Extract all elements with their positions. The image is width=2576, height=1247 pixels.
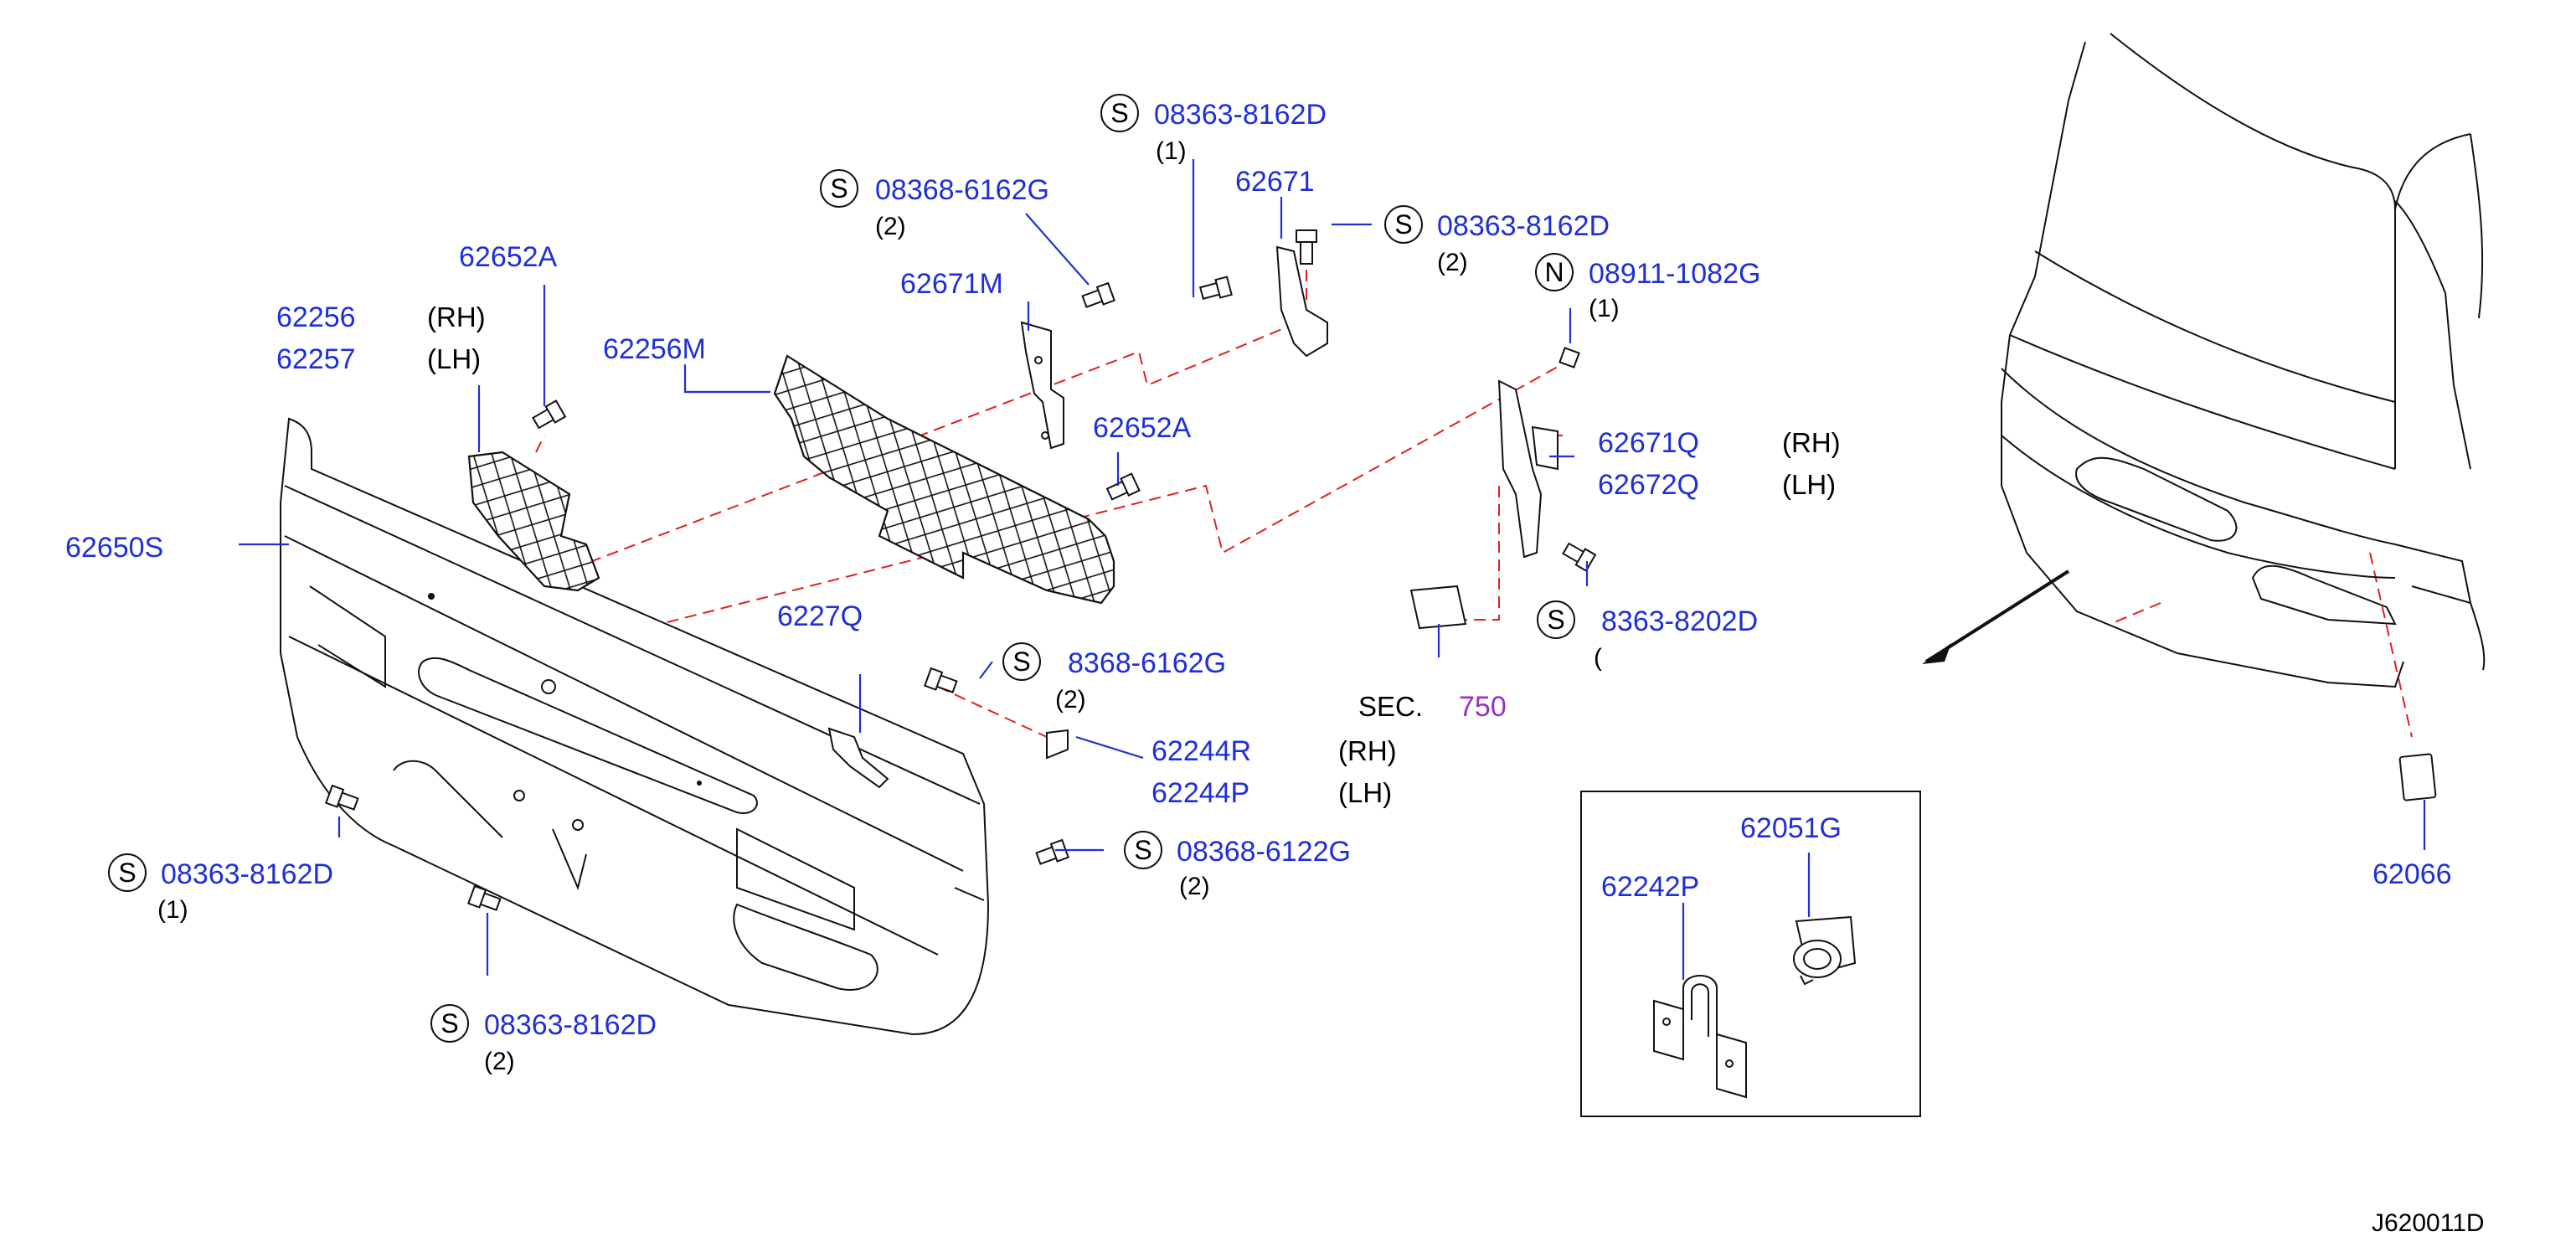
label-62242P: 62242P [1601, 871, 1699, 903]
fastener-callout: N 08911-1082G (1) [1535, 253, 1760, 322]
label-rh-62244R: (RH) [1338, 735, 1397, 766]
label-62066: 62066 [2372, 858, 2452, 890]
callout-text: (2) [875, 213, 906, 240]
side-grille-panel [467, 451, 600, 592]
callout-text: 08363-8162D [161, 858, 333, 890]
label-lh-62257: (LH) [427, 343, 481, 374]
label-62672Q: 62672Q [1598, 469, 1699, 501]
front-bumper-drawing [280, 417, 990, 1036]
callout-text: (2) [1055, 686, 1086, 714]
label-sec: SEC. [1358, 691, 1423, 722]
label-62257: 62257 [276, 343, 356, 375]
center-grille-mesh [773, 354, 1115, 605]
direction-arrow [1922, 569, 2070, 664]
bracket-sec750 [1409, 585, 1467, 630]
callout-text: (2) [1179, 873, 1210, 900]
s-badge-icon: S [1012, 647, 1030, 677]
label-62671: 62671 [1235, 166, 1315, 198]
fastener-callout: S 08363-8162D (2) [430, 1004, 657, 1075]
label-62652A-left: 62652A [459, 241, 558, 273]
label-62652A-center: 62652A [1093, 412, 1192, 444]
label-62671M: 62671M [900, 268, 1003, 300]
callout-text: (2) [1437, 249, 1468, 276]
callout-text: (1) [1589, 295, 1620, 322]
callout-text: 08911-1082G [1589, 258, 1760, 290]
bracket-62671Q [1497, 379, 1558, 559]
fastener-callout: S 08363-8162D (2) [1384, 205, 1610, 276]
label-62272Q: 6227Q [777, 600, 863, 632]
label-62650S: 62650S [65, 532, 163, 564]
s-badge-icon: S [118, 858, 136, 888]
label-62244R: 62244R [1151, 735, 1251, 767]
s-badge-icon: S [1110, 98, 1128, 128]
s-badge-icon: S [1547, 605, 1564, 635]
fastener-callout: S 8363-8202D ( [1537, 600, 1758, 672]
clip-62244 [1046, 729, 1069, 760]
callout-text: (1) [1156, 137, 1187, 165]
bracket-62272Q [827, 727, 889, 789]
callout-text: 08368-6122G [1177, 836, 1351, 868]
callout-text: (2) [484, 1048, 515, 1075]
callout-text: 8368-6162G [1068, 647, 1226, 679]
fastener-callout: S 08368-6122G (2) [1124, 831, 1351, 900]
label-62256: 62256 [276, 301, 356, 333]
label-rh-62256: (RH) [427, 301, 486, 332]
s-badge-icon: S [1134, 835, 1151, 865]
callout-text: (1) [157, 896, 188, 924]
callout-text: 08363-8162D [1154, 99, 1327, 131]
label-lh-62244P: (LH) [1338, 777, 1392, 808]
label-62671Q: 62671Q [1598, 427, 1699, 459]
callout-text: ( [1594, 644, 1602, 672]
truck-front-drawing [2001, 33, 2486, 801]
fastener-callouts: S 08363-8162D (1) S 08368-6162G (2) S 08… [108, 94, 1760, 1075]
fastener-callout: S 08363-8162D (1) [108, 853, 333, 924]
callout-text: 8363-8202D [1601, 605, 1758, 637]
s-badge-icon: S [440, 1008, 458, 1038]
label-62051G: 62051G [1740, 812, 1842, 844]
s-badge-icon: S [1394, 209, 1412, 240]
bolt-icons [325, 229, 1597, 911]
callout-text: 08363-8162D [1437, 210, 1610, 242]
clip-62051G [1793, 915, 1857, 986]
fastener-callout: S 08363-8162D (1) [1100, 94, 1327, 165]
fastener-callout: S 08368-6162G (2) [820, 169, 1049, 240]
label-62244P: 62244P [1151, 777, 1249, 809]
diagram-reference: J620011D [2372, 1209, 2485, 1237]
label-sec-750: 750 [1459, 691, 1507, 723]
label-62256M: 62256M [603, 333, 706, 365]
hinge-62242P [1653, 975, 1747, 1099]
bracket-62671M [1020, 321, 1064, 450]
bracket-62671 [1275, 245, 1328, 358]
part-labels: 62650S 62652A 62256 (RH) 62257 (LH) 6225… [65, 166, 2452, 903]
leader-lines [239, 159, 2426, 980]
callout-text: 08368-6162G [875, 174, 1049, 206]
inset-box [1580, 791, 1921, 1117]
fastener-callout: S 8368-6162G (2) [1002, 642, 1226, 714]
s-badge-icon: S [830, 173, 848, 204]
n-badge-icon: N [1544, 257, 1564, 287]
callout-text: 08363-8162D [484, 1009, 657, 1041]
label-rh-62671Q: (RH) [1782, 427, 1841, 458]
label-lh-62672Q: (LH) [1782, 469, 1836, 500]
